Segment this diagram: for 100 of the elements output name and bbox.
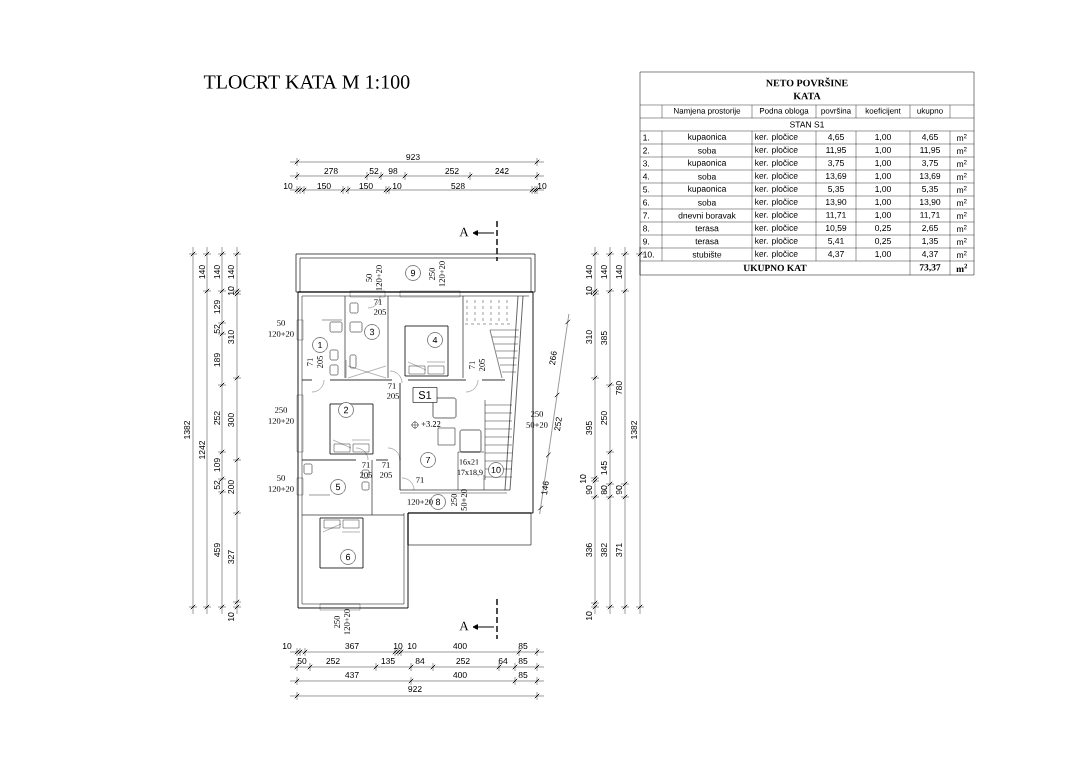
table-cell: kupaonica <box>688 133 727 142</box>
dimension-text: 85 <box>518 643 528 649</box>
table-cell: soba <box>698 173 717 180</box>
room-number: 7 <box>420 452 436 468</box>
table-cell: 0,25 <box>875 225 891 232</box>
dimension-text: 109 <box>214 458 220 472</box>
table-cell: 13,90 <box>826 199 847 206</box>
table-cell: STAN S1 <box>790 121 824 128</box>
table-cell: 2. <box>643 147 649 154</box>
room-number: 10 <box>488 462 504 478</box>
dimension-text: 252 <box>554 417 562 431</box>
dimension-text: 1382 <box>184 420 190 439</box>
dimension-text: 310 <box>586 330 592 344</box>
table-cell: ker. pločice <box>755 211 798 220</box>
window-label: 250 <box>429 267 435 280</box>
table-cell: 10,59 <box>826 225 847 232</box>
table-cell: 3,75 <box>922 160 938 167</box>
table-cell: 8. <box>643 225 649 232</box>
window-label: 120+20 <box>268 486 294 492</box>
door-label: 71 <box>388 383 396 389</box>
window-label: 120+20 <box>344 609 350 635</box>
table-cell: 1,00 <box>875 251 891 258</box>
table-cell: ker. pločice <box>755 198 798 207</box>
table-cell: kupaonica <box>688 159 727 168</box>
table-cell: ker. pločice <box>755 224 798 233</box>
door-label: 71 <box>382 462 390 468</box>
table-cell: terasa <box>695 225 719 232</box>
table-header: koeficijent <box>865 107 901 116</box>
dimension-text: 10 <box>393 643 403 649</box>
table-cell: terasa <box>695 238 719 245</box>
dimension-text: 10 <box>580 474 586 484</box>
table-cell: m$^{2}$ <box>957 238 967 245</box>
window-label: 120+20 <box>268 331 294 337</box>
door-label: 120+20 <box>407 499 433 505</box>
dimension-text: 150 <box>359 183 373 189</box>
dimension-text: 10 <box>586 286 592 296</box>
table-cell: 1,00 <box>875 173 891 180</box>
room-number: 5 <box>330 479 346 495</box>
dimension-text: 189 <box>214 353 220 367</box>
table-cell: ker. pločice <box>755 146 798 155</box>
room-label-box: S1 <box>412 387 438 403</box>
dimension-text: 371 <box>616 543 622 557</box>
table-total: 73,37 <box>919 264 941 272</box>
dimension-text: 98 <box>388 168 398 174</box>
dimension-text: 336 <box>586 543 592 557</box>
dimension-text: 382 <box>601 543 607 557</box>
table-cell: 1,35 <box>922 238 938 245</box>
table-cell: 10. <box>643 251 654 258</box>
dimension-text: 145 <box>601 461 607 475</box>
table-cell: m$^{2}$ <box>957 147 967 154</box>
table-cell: 11,71 <box>826 212 846 219</box>
dimension-text: 10 <box>282 643 292 649</box>
level-label: +3.22 <box>421 421 441 427</box>
window-label: 50 <box>277 320 285 326</box>
table-header: Podna obloga <box>759 107 809 116</box>
dimension-text: 146 <box>541 481 549 495</box>
table-cell: 13,69 <box>826 173 847 180</box>
table-cell: m$^{2}$ <box>957 160 967 167</box>
dimension-text: 140 <box>601 265 607 279</box>
table-cell: soba <box>698 199 717 206</box>
table-cell: 11,71 <box>920 212 940 219</box>
window-label: 50+20 <box>461 489 467 511</box>
window-label: 250 <box>334 615 340 628</box>
table-cell: 4,37 <box>921 251 938 258</box>
dimension-text: 85 <box>518 658 528 664</box>
dimension-text: 80 <box>601 485 607 495</box>
dimension-text: 10 <box>228 286 234 296</box>
table-cell: dnevni boravak <box>678 212 736 219</box>
table-total: UKUPNO KAT <box>743 264 807 272</box>
table-cell: m$^{2}$ <box>957 134 967 141</box>
table-cell: 13,90 <box>920 199 941 206</box>
table-header: ukupno <box>917 107 943 116</box>
dimension-text: 90 <box>586 485 592 495</box>
dimension-text: 252 <box>214 411 220 425</box>
dimension-text: 252 <box>326 658 340 664</box>
dimension-text: 140 <box>199 265 205 279</box>
door-label: 205 <box>374 309 387 315</box>
dimension-text: 367 <box>345 643 359 649</box>
table-cell: m$^{2}$ <box>957 173 967 180</box>
window-label: 120+20 <box>439 261 445 287</box>
table-cell: 5,41 <box>828 238 844 245</box>
window-label: 50 <box>366 274 372 282</box>
table-cell: 1,00 <box>875 147 891 154</box>
table-cell: 5. <box>643 186 649 193</box>
dimension-text: 150 <box>317 183 331 189</box>
table-cell: soba <box>698 147 717 154</box>
table-heading: KATA <box>793 92 821 100</box>
window-label: 250 <box>531 411 544 417</box>
dimension-text: 327 <box>228 550 234 564</box>
table-cell: 11,95 <box>920 147 940 154</box>
window-label: 120+20 <box>268 418 294 424</box>
table-heading: NETO POVRŠINE <box>766 77 848 87</box>
dimension-text: 252 <box>456 658 470 664</box>
dimension-text: 129 <box>214 300 220 314</box>
section-letter: A <box>459 227 469 237</box>
table-cell: 0,25 <box>875 238 891 245</box>
dimension-text: 266 <box>549 351 557 365</box>
dimension-text: 50 <box>297 658 307 664</box>
dimension-text: 52 <box>369 168 379 174</box>
dimension-text: 52 <box>214 480 220 490</box>
